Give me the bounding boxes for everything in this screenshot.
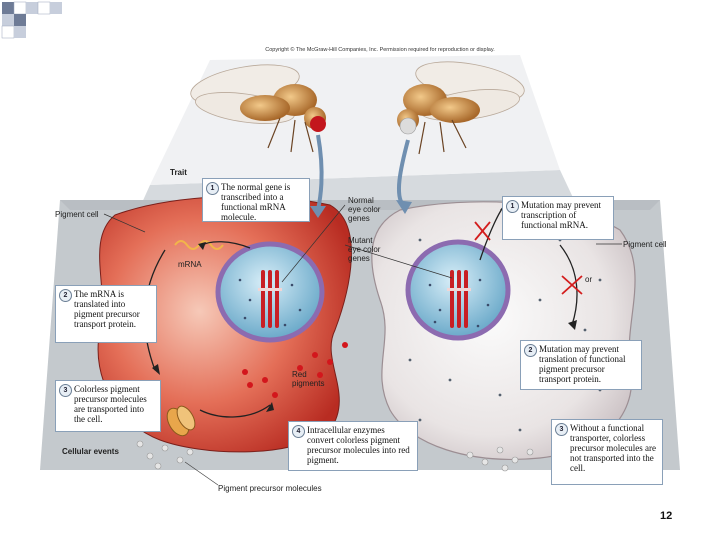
slide-page-number: 12: [660, 510, 673, 522]
step-number: 3: [59, 384, 72, 397]
precursor-molecules: [136, 440, 534, 472]
step-number: 1: [206, 182, 219, 195]
fly-red-eyed: [190, 64, 326, 153]
step-text: The mRNA is translated into pigment prec…: [74, 289, 140, 329]
step-text: Without a functional transporter, colorl…: [570, 423, 656, 473]
step-text: Mutation may prevent translation of func…: [539, 344, 626, 384]
step-left-3-callout: 3 Colorless pigment precursor molecules …: [55, 380, 161, 432]
mutant-genes-label: Mutant eye color genes: [348, 236, 381, 263]
step-text: Colorless pigment precursor molecules ar…: [74, 384, 147, 424]
trait-label: Trait: [170, 168, 187, 177]
chromosomes-left: [258, 270, 282, 328]
step-text: Mutation may prevent transcription of fu…: [521, 200, 601, 230]
step-right-2-callout: 2 Mutation may prevent translation of fu…: [520, 340, 642, 390]
step-number: 2: [59, 289, 72, 302]
step-number: 1: [506, 200, 519, 213]
normal-genes-label: Normal eye color genes: [348, 196, 381, 223]
step-text: Intracellular enzymes convert colorless …: [307, 425, 410, 465]
step-left-2-callout: 2 The mRNA is translated into pigment pr…: [55, 285, 157, 343]
transporter-protein: [166, 405, 196, 437]
red-pigment-dots: [242, 342, 348, 398]
pigment-cell-right-label: Pigment cell: [623, 240, 667, 249]
step-right-1-callout: 1 Mutation may prevent transcription of …: [502, 196, 614, 240]
block-x-marks: [474, 221, 583, 295]
or-label: or: [585, 275, 593, 284]
step-text: The normal gene is transcribed into a fu…: [221, 182, 291, 222]
chromosomes-right: [447, 270, 471, 328]
step-left-1-callout: 1 The normal gene is transcribed into a …: [202, 178, 310, 222]
step-right-3-callout: 3 Without a functional transporter, colo…: [551, 419, 663, 485]
cellular-events-label: Cellular events: [62, 447, 119, 456]
step-number: 2: [524, 344, 537, 357]
mrna-label: mRNA: [178, 260, 202, 269]
step-number: 3: [555, 423, 568, 436]
step-left-4-callout: 4 Intracellular enzymes convert colorles…: [288, 421, 418, 471]
fly-white-eyed: [397, 61, 525, 155]
precursor-molecules-label: Pigment precursor molecules: [218, 484, 322, 493]
slide-corner-decoration: [1, 1, 62, 39]
red-pigments-label: Red pigments: [292, 370, 325, 388]
step-number: 4: [292, 425, 305, 438]
copyright-notice: Copyright © The McGraw-Hill Companies, I…: [265, 47, 495, 53]
pigment-cell-left-label: Pigment cell: [55, 210, 99, 219]
